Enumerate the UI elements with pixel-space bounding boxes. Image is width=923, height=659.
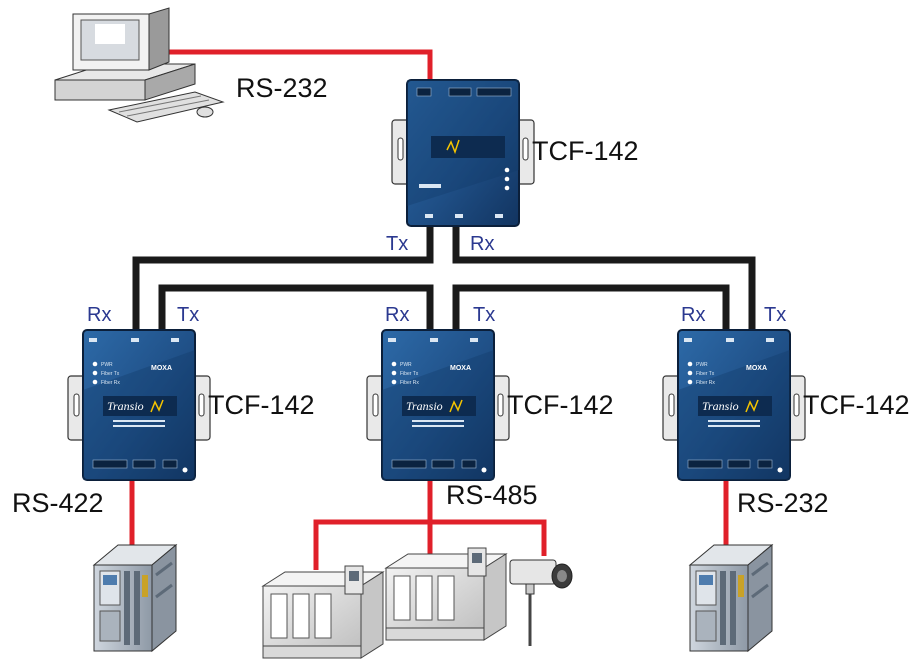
- serial-links: [129, 49, 729, 570]
- pc-computer: [54, 7, 224, 123]
- right-tx-label: Tx: [764, 304, 786, 326]
- left-protocol-label: RS-422: [12, 488, 104, 518]
- converter-right: [662, 329, 806, 481]
- machine-1: [262, 565, 384, 659]
- left-converter-label: TCF-142: [208, 390, 315, 420]
- top-tx-label: Tx: [386, 233, 408, 255]
- fiber-links: [132, 222, 756, 332]
- converter-middle: [366, 329, 510, 481]
- control-cabinet-left: [92, 543, 178, 653]
- machine-2: [385, 547, 507, 641]
- middle-rx-label: Rx: [385, 304, 409, 326]
- left-rx-label: Rx: [87, 304, 111, 326]
- camera-device: [508, 558, 574, 648]
- converter-left: [67, 329, 211, 481]
- converter-top: [391, 79, 535, 227]
- middle-tx-label: Tx: [473, 304, 495, 326]
- right-rx-label: Rx: [681, 304, 705, 326]
- right-protocol-label: RS-232: [737, 488, 829, 518]
- top-converter-label: TCF-142: [532, 136, 639, 166]
- left-tx-label: Tx: [177, 304, 199, 326]
- control-cabinet-right: [688, 543, 774, 653]
- top-protocol-label: RS-232: [236, 73, 328, 103]
- right-converter-label: TCF-142: [803, 390, 910, 420]
- middle-converter-label: TCF-142: [507, 390, 614, 420]
- top-rx-label: Rx: [470, 233, 494, 255]
- middle-protocol-label: RS-485: [446, 480, 538, 510]
